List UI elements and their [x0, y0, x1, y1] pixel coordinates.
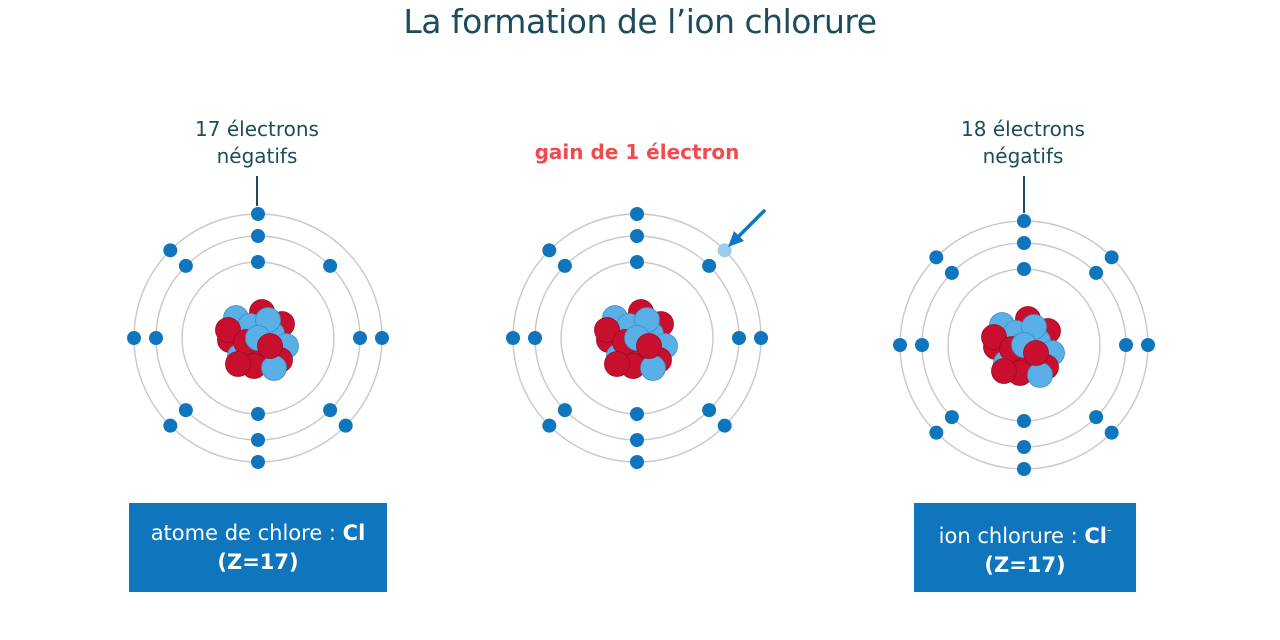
proton	[1023, 340, 1049, 366]
electron	[323, 403, 338, 418]
electron	[1104, 425, 1119, 440]
electron	[251, 455, 265, 469]
electron	[178, 403, 193, 418]
electron	[702, 258, 717, 273]
electron	[1119, 338, 1133, 352]
electron	[717, 418, 732, 433]
electron	[944, 410, 959, 425]
proton	[215, 317, 241, 343]
electron	[353, 331, 367, 345]
electron-gain-diagram	[506, 207, 768, 469]
proton	[981, 324, 1007, 350]
electron	[375, 331, 389, 345]
electron	[754, 331, 768, 345]
chloride-symbol: Cl	[1084, 523, 1107, 548]
right-label-line2: négatifs	[982, 144, 1064, 168]
electron	[1089, 265, 1104, 280]
chloride-ion-box-line1: ion chlorure : Cl-	[938, 522, 1112, 548]
arrow-line	[734, 209, 766, 241]
gain-electron-label: gain de 1 électron	[534, 140, 740, 164]
electron	[630, 207, 644, 221]
proton	[225, 351, 251, 377]
chloride-ion-box: ion chlorure : Cl- (Z=17)	[914, 503, 1136, 592]
right-electron-label: 18 électrons négatifs	[923, 116, 1123, 170]
electron	[630, 229, 644, 243]
electron	[630, 407, 644, 421]
arrow-head-icon	[728, 231, 744, 247]
electron	[1017, 414, 1031, 428]
electron	[542, 243, 557, 258]
electron	[929, 250, 944, 265]
proton	[636, 333, 662, 359]
electron	[732, 331, 746, 345]
proton	[594, 317, 620, 343]
left-label-line2: négatifs	[216, 144, 298, 168]
electron	[630, 455, 644, 469]
chloride-ion-diagram	[893, 214, 1155, 476]
electron	[1017, 214, 1031, 228]
electron	[1017, 236, 1031, 250]
electron	[127, 331, 141, 345]
electron	[251, 433, 265, 447]
page-title: La formation de l’ion chlorure	[403, 2, 877, 41]
chloride-ion-box-line2: (Z=17)	[984, 552, 1066, 577]
proton	[991, 358, 1017, 384]
electron	[893, 338, 907, 352]
electron	[323, 258, 338, 273]
electron	[702, 403, 717, 418]
chloride-charge: -	[1106, 522, 1112, 537]
electron	[251, 407, 265, 421]
electron	[178, 258, 193, 273]
chlorine-atom-box-line1: atome de chlore : Cl	[150, 520, 366, 545]
electron	[557, 258, 572, 273]
neutron	[1027, 362, 1053, 388]
electron	[929, 425, 944, 440]
electron	[163, 418, 178, 433]
electron	[542, 418, 557, 433]
chlorine-atom-box-line2: (Z=17)	[217, 549, 299, 574]
electron	[1141, 338, 1155, 352]
left-label-pointer	[256, 176, 258, 206]
electron	[251, 255, 265, 269]
neutron	[640, 355, 666, 381]
electron	[338, 418, 353, 433]
electron	[944, 265, 959, 280]
electron	[251, 229, 265, 243]
electron	[630, 433, 644, 447]
chlorine-symbol: Cl	[342, 520, 366, 545]
neutron	[261, 355, 287, 381]
electron	[1104, 250, 1119, 265]
left-label-line1: 17 électrons	[195, 117, 319, 141]
electron	[1017, 462, 1031, 476]
electron	[1017, 262, 1031, 276]
electron	[915, 338, 929, 352]
right-label-pointer	[1023, 176, 1025, 213]
electron	[1089, 410, 1104, 425]
chlorine-atom-diagram	[127, 207, 389, 469]
electron	[163, 243, 178, 258]
electron	[1017, 440, 1031, 454]
electron	[506, 331, 520, 345]
left-electron-label: 17 électrons négatifs	[157, 116, 357, 170]
chlorine-atom-box: atome de chlore : Cl (Z=17)	[129, 503, 387, 592]
electron	[149, 331, 163, 345]
electron	[630, 255, 644, 269]
right-label-line1: 18 électrons	[961, 117, 1085, 141]
electron	[251, 207, 265, 221]
proton	[604, 351, 630, 377]
electron	[557, 403, 572, 418]
electron	[528, 331, 542, 345]
proton	[257, 333, 283, 359]
